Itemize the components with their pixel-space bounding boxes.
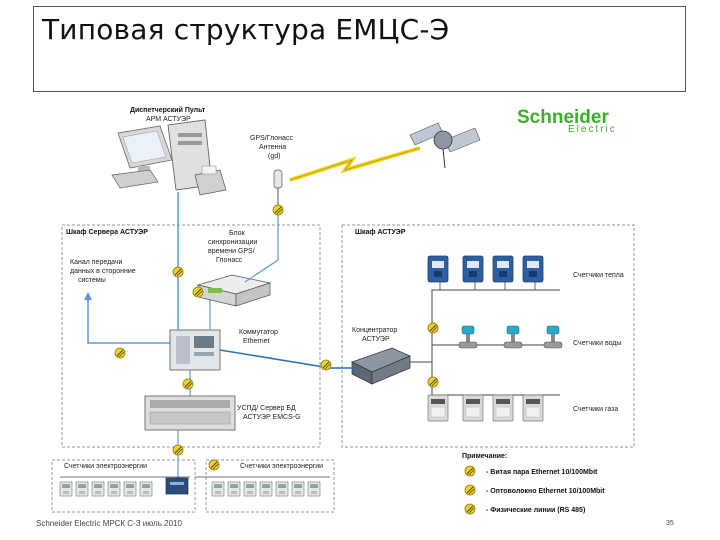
fiber-connector-icon [172,444,184,456]
legend-rs485-icon [464,503,476,515]
elec-meters-right-label: Счетчики электроэнергии [240,463,323,470]
gas-meters-label: Счетчики газа [573,406,618,413]
antenna-to-sync-line [244,206,279,283]
astue-cabinet-box [341,224,635,448]
fiber-connector-icon [172,266,184,278]
sync-block-device [196,274,272,307]
svg-text:Electric: Electric [568,124,617,135]
legend-item-twisted-pair: - Витая пара Ethernet 10/100Mbit [486,469,598,476]
water-meters-label: Счетчики воды [573,340,621,347]
concentrator-label-1: Концентратор [352,327,397,334]
rs485-connector-icon [427,322,439,334]
title-box: Типовая структура ЕМЦС-Э [33,6,686,92]
uspd-label-2: АСТУЭР EMCS-G [243,414,301,421]
legend-twisted-pair-icon [464,465,476,477]
channel-label-2: данных в сторонние [70,268,136,275]
gps-label-2: Антенна [259,144,286,151]
legend-item-fiber: - Оптоволокно Ethernet 10/100Mbit [486,488,605,495]
satellite-icon [409,122,481,169]
fiber-connector-icon [272,204,284,216]
switch-label-2: Ethernet [243,338,270,345]
gps-label-3: (gd) [268,153,280,160]
keyboard-icon [111,169,159,189]
pc-tower [167,119,213,191]
water-meter-group [458,325,563,349]
workstation-monitor [117,125,173,172]
switch-to-concentrator-line [219,349,360,369]
uspd-server-rack [144,395,236,431]
elec-cabinet-left [51,459,196,513]
legend-fiber-icon [464,484,476,496]
channel-label-1: Канал передачи [70,259,123,266]
footer-text: Schneider Electric МРСК С-З июль 2010 [36,519,182,528]
legend-title: Примечание: [462,453,507,460]
dispatch-title: Диспетчерский Пульт [130,106,206,114]
dispatch-subtitle: АРМ АСТУЭР [146,116,191,123]
server-cabinet-label: Шкаф Сервера АСТУЭР [66,229,148,236]
elec-meter-group-right [211,481,321,497]
ethernet-switch-device [169,329,221,371]
schneider-logo: Schneider Electric [517,107,617,135]
uspd-label-1: УСПД/ Сервер БД [237,405,296,412]
printer-icon [194,165,227,196]
fiber-connector-icon [114,347,126,359]
rs485-connector-icon [208,459,220,471]
sync-label-4: Глонасс [216,257,243,264]
astue-cabinet-label: Шкаф АСТУЭР [355,229,406,236]
fiber-connector-icon [320,359,332,371]
gps-antenna-icon [273,169,283,206]
rs485-connector-icon [427,376,439,388]
sync-label-3: времени GPS/ [208,248,255,255]
gas-meter-group [427,394,544,422]
concentrator-label-2: АСТУЭР [362,336,390,343]
elec-meters-left-label: Счетчики электроэнергии [64,463,147,470]
concentrator-device [351,347,411,385]
fiber-connector-icon [192,286,204,298]
switch-label-1: Коммутатор [239,329,278,336]
external-channel-line [87,298,178,344]
slide-title: Типовая структура ЕМЦС-Э [42,13,450,46]
fiber-connector-icon [182,378,194,390]
elec-meter-group-left [59,481,153,497]
heat-meter-group [427,255,544,283]
page-number: 35 [666,520,674,527]
heat-meters-label: Счетчики тепла [573,272,624,279]
satellite-link [289,146,421,182]
legend-item-rs485: - Физические линии (RS 485) [486,507,585,514]
channel-label-3: системы [78,277,106,284]
svg-text:Schneider: Schneider [517,107,609,128]
sync-label-1: Блок [229,230,246,237]
rs485-converter-device [165,477,189,495]
gps-label-1: GPS/Глонасс [250,135,293,142]
sync-label-2: синхронизации [208,239,257,246]
